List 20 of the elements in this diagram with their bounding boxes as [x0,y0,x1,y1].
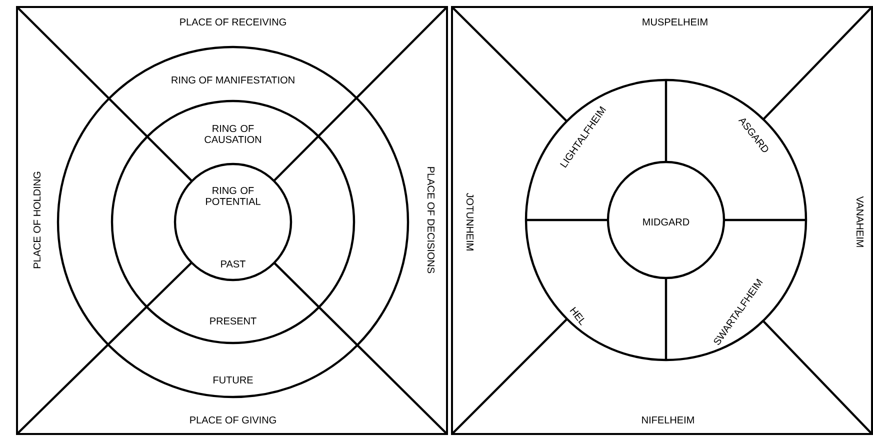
region-label: PLACE OF DECISIONS [427,167,435,274]
region-label: PLACE OF HOLDING [33,172,41,268]
ring-circle [174,162,292,282]
ring-label: RING OF CAUSATION [204,124,261,144]
ring-circle [606,160,726,280]
ring-label: FUTURE [214,376,253,384]
ring-label: RING OF MANIFESTATION [172,76,294,84]
ring-circle [56,46,410,398]
region-label: PLACE OF RECEIVING [180,18,286,26]
region-label: NIFELHEIM [642,416,694,424]
region-label: PLACE OF GIVING [190,416,276,424]
ring-circle [110,100,356,344]
ring-label: PRESENT [210,317,256,325]
region-label: JOTUNHEIM [466,192,474,250]
region-label: VANAHEIM [856,196,864,247]
ring-label: RING OF POTENTIAL [206,186,260,206]
ring-label: PAST [221,260,246,268]
region-label: MUSPELHEIM [642,18,708,26]
ring-label: MIDGARD [643,218,690,226]
ring-circle [524,78,808,362]
